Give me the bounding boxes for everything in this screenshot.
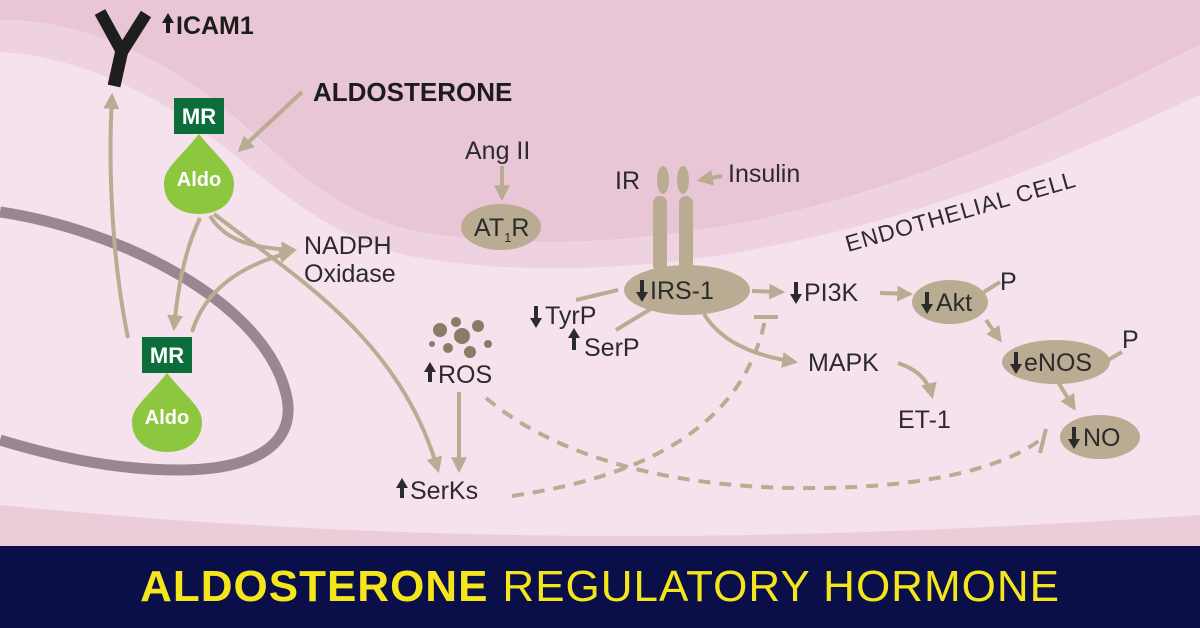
enos-phospho-label: P (1122, 326, 1139, 354)
mr-label-bottom: MR (150, 343, 184, 368)
down-arrow-icon (530, 306, 542, 328)
outer-cell-lower (0, 505, 1200, 546)
serks-label: SerKs (410, 477, 478, 505)
down-arrow-icon (790, 282, 802, 304)
irs1-label: IRS-1 (650, 277, 714, 305)
enos-label: eNOS (1024, 349, 1092, 377)
insulin-receptor-icon (653, 166, 693, 272)
at1r-node (461, 204, 541, 250)
pi3k-label: PI3K (804, 279, 859, 307)
up-arrow-icon (396, 478, 408, 498)
mapk-label: MAPK (808, 349, 879, 377)
mr-label-top: MR (182, 104, 216, 129)
akt-node (912, 280, 988, 324)
banner-title-regular: REGULATORY HORMONE (502, 562, 1060, 611)
no-inhibit-bar (1038, 428, 1048, 454)
at1r-label: AT1R (474, 214, 529, 245)
title-banner: ALDOSTERONE REGULATORY HORMONE (0, 546, 1200, 628)
nadph-label: NADPH (304, 232, 392, 260)
up-arrow-icon (162, 13, 174, 33)
et1-label: ET-1 (898, 406, 951, 434)
no-node (1060, 415, 1140, 459)
ir-label: IR (615, 167, 640, 195)
banner-title-bold: ALDOSTERONE (140, 562, 489, 611)
aldo-label-bottom: Aldo (145, 407, 189, 429)
aldosterone-label: ALDOSTERONE (313, 77, 512, 107)
nucleus-membrane (0, 206, 294, 476)
dashed-inhibitions (484, 319, 1042, 498)
irs1-node (624, 265, 750, 315)
no-label: NO (1083, 424, 1121, 452)
down-arrow-icon (1068, 427, 1080, 449)
ros-particles-icon (429, 317, 492, 358)
solid-arrows (103, 90, 1123, 474)
cytoplasm (0, 20, 1200, 546)
up-arrow-icon (568, 328, 580, 350)
serp-label: SerP (584, 334, 640, 362)
tyrp-label: TyrP (545, 302, 596, 330)
enos-node (1002, 340, 1110, 384)
inner-membrane-band (0, 20, 1200, 269)
icam1-receptor-icon (94, 9, 152, 88)
ros-label: ROS (438, 361, 492, 389)
akt-label: Akt (936, 289, 972, 317)
mr-aldo-complex-top: MR Aldo (164, 98, 234, 214)
icam1-label: ICAM1 (176, 12, 254, 40)
aldo-label-top: Aldo (177, 169, 221, 191)
ang-ii-label: Ang II (465, 137, 530, 165)
outer-membrane (0, 0, 1200, 243)
up-arrow-icon (424, 362, 436, 382)
insulin-label: Insulin (728, 160, 800, 188)
down-arrow-icon (921, 292, 933, 314)
akt-phospho-label: P (1000, 268, 1017, 296)
down-arrow-icon (1010, 352, 1022, 374)
mr-aldo-complex-bottom: MR Aldo (132, 337, 202, 452)
down-arrow-icon (636, 280, 648, 302)
oxidase-label: Oxidase (304, 260, 396, 288)
